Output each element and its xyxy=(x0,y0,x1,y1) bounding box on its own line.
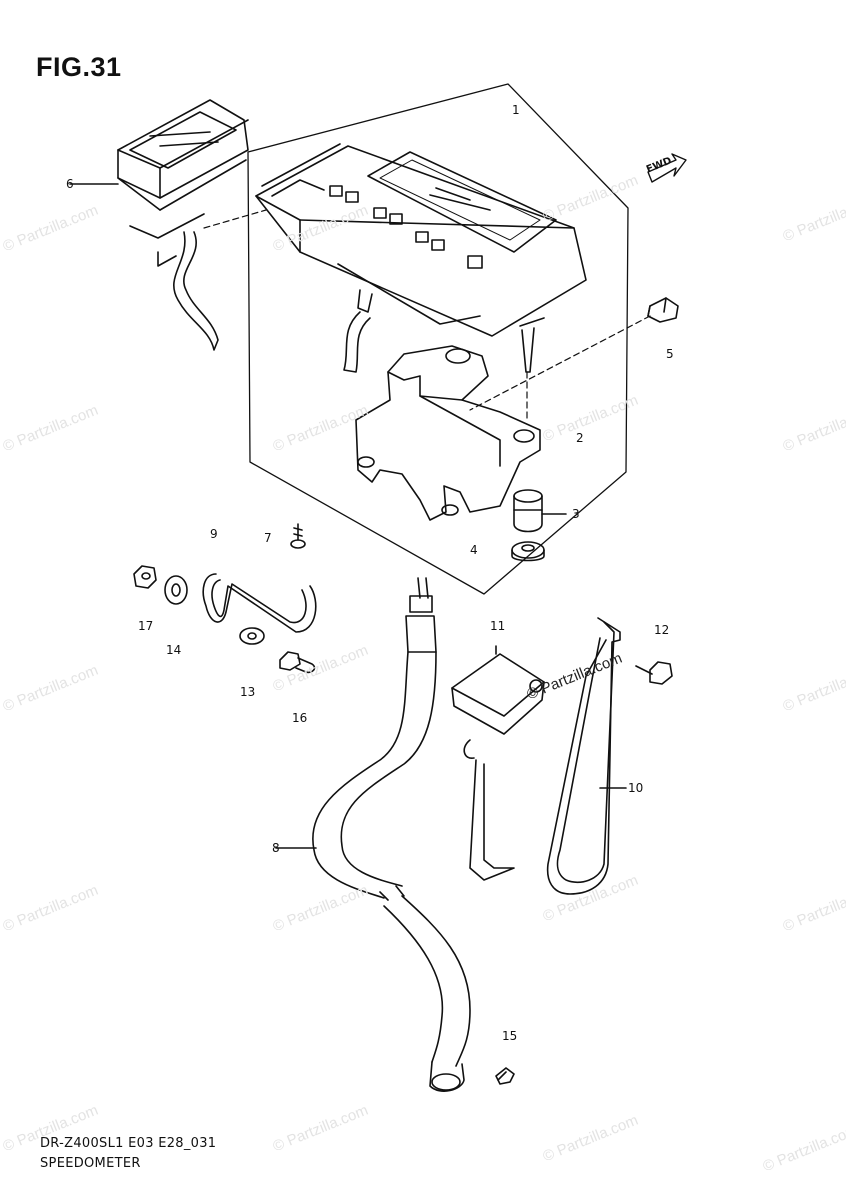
callout-16: 16 xyxy=(292,711,308,725)
callout-14: 14 xyxy=(166,643,182,657)
part-3-grommet xyxy=(513,489,567,533)
part-17-nut xyxy=(133,565,157,589)
callout-7: 7 xyxy=(264,531,272,545)
part-8-speedometer-cable xyxy=(275,577,471,1092)
callout-12: 12 xyxy=(654,623,670,637)
part-16-bolt xyxy=(279,651,316,674)
callout-8: 8 xyxy=(272,841,280,855)
figure-title: FIG.31 xyxy=(36,52,122,82)
callout-1: 1 xyxy=(512,103,520,117)
callout-9: 9 xyxy=(210,527,218,541)
assembly-outline xyxy=(247,83,629,595)
part-10-cable-guide xyxy=(546,617,627,895)
part-13-washer xyxy=(239,627,265,645)
part-11-clamp xyxy=(451,645,545,881)
callout-3: 3 xyxy=(572,507,580,521)
part-15-screw xyxy=(495,1067,515,1085)
callout-11: 11 xyxy=(490,619,506,633)
callout-2: 2 xyxy=(576,431,584,445)
callout-4: 4 xyxy=(470,543,478,557)
callout-5: 5 xyxy=(666,347,674,361)
callout-15: 15 xyxy=(502,1029,518,1043)
part-5-screw xyxy=(647,297,679,323)
part-6-meter-cover xyxy=(69,99,249,351)
callout-6: 6 xyxy=(66,177,74,191)
part-14-washer xyxy=(164,575,188,605)
callout-10: 10 xyxy=(628,781,644,795)
part-7-tapping-screw xyxy=(290,523,306,549)
part-2-bracket xyxy=(355,345,541,521)
callout-17: 17 xyxy=(138,619,154,633)
part-1-speedometer-assembly xyxy=(255,143,587,373)
part-12-bolt xyxy=(635,661,673,685)
part-9-wire-guide xyxy=(202,573,317,633)
model-code: DR-Z400SL1 E03 E28_031 xyxy=(40,1136,217,1151)
part-4-washer xyxy=(511,541,545,562)
callout-13: 13 xyxy=(240,685,256,699)
fwd-arrow-icon xyxy=(647,153,687,183)
section-name: SPEEDOMETER xyxy=(40,1156,141,1171)
